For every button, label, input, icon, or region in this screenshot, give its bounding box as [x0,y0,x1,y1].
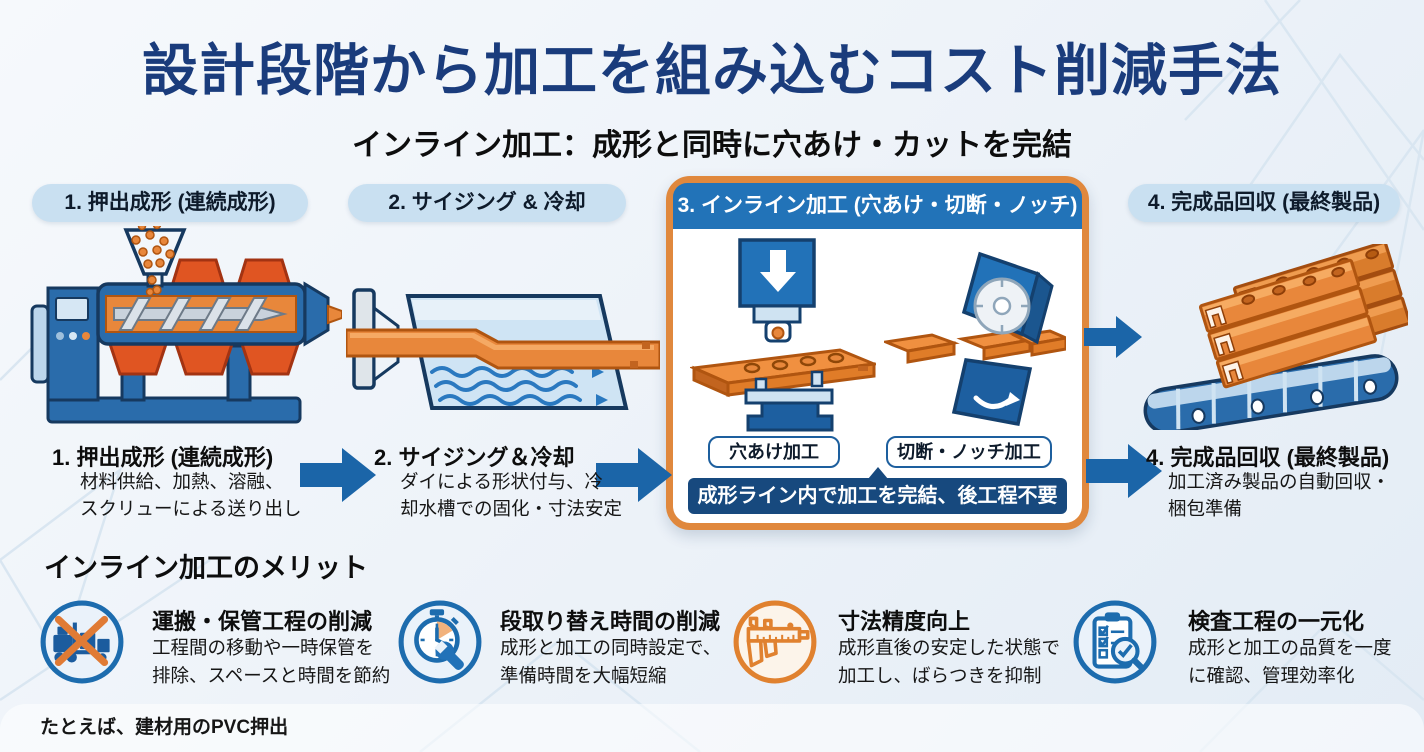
punch-press-illustration [690,238,876,432]
conveyor-products-illustration [1143,244,1408,430]
step2-description: ダイによる形状付与、冷 却水槽での固化・寸法安定 [400,468,622,522]
arrow-panel-to-conveyor-icon [1084,316,1142,358]
step4-desc-line2: 梱包準備 [1168,498,1243,519]
merit2-title: 段取り替え時間の削減 [500,609,721,634]
arrow-step3-to-step4-icon [1086,444,1162,498]
merit3-desc-line2: 加工し、ばらつきを抑制 [838,664,1042,686]
page-subtitle: インライン加工：成形と同時に穴あけ・カットを完結 [352,129,1072,162]
step2-badge: 2. サイジング & 冷却 [348,184,626,222]
step4-badge: 4. 完成品回収 (最終製品) [1128,184,1400,222]
merit4-desc-line2: に確認、管理効率化 [1188,664,1355,686]
inline-banner: 成形ライン内で加工を完結、後工程不要 [688,467,1067,514]
footer-band [0,704,1424,752]
page-title: 設計段階から加工を組み込むコスト削減手法 [142,39,1282,102]
merit3-description: 成形直後の安定した状態で 加工し、ばらつきを抑制 [838,634,1060,689]
arrow-step2-to-step3-icon [596,448,672,502]
footer-note: たとえば、建材用のPVC押出 [40,717,289,738]
merit3-title: 寸法精度向上 [838,609,971,634]
step3-header: 3. インライン加工 (穴あけ・切断・ノッチ) [673,183,1082,229]
merit2-desc-line1: 成形と加工の同時設定で、 [500,637,722,658]
step4-description: 加工済み製品の自動回収・ 梱包準備 [1168,468,1390,522]
merit1-desc-line2: 排除、スペースと時間を節約 [152,664,391,686]
stopwatch-wrench-icon [398,600,482,684]
step2-desc-line1: ダイによる形状付与、冷 [400,471,603,492]
step1-desc-line2: スクリューによる送り出し [80,498,302,519]
step2-desc-line2: 却水槽での固化・寸法安定 [400,498,623,519]
step4-heading: 4. 完成品回収 (最終製品) [1146,445,1390,470]
step4-desc-line1: 加工済み製品の自動回収・ [1168,471,1391,492]
no-transport-forklift-icon [40,600,124,684]
step1-heading: 1. 押出成形 (連続成形) [52,445,274,470]
merit1-title: 運搬・保管工程の削減 [152,609,373,634]
merit2-description: 成形と加工の同時設定で、 準備時間を大幅短縮 [500,634,721,689]
cut-notch-label-pill: 切断・ノッチ加工 [886,436,1052,468]
merit4-title: 検査工程の一元化 [1188,609,1365,634]
step1-description: 材料供給、加熱、溶融、 スクリューによる送り出し [80,468,301,522]
step1-desc-line1: 材料供給、加熱、溶融、 [80,471,284,492]
inspection-checklist-icon [1073,600,1157,684]
merit4-description: 成形と加工の品質を一度 に確認、管理効率化 [1188,634,1392,689]
extruder-machine-illustration [30,226,342,424]
merit2-desc-line2: 準備時間を大幅短縮 [500,664,667,686]
caliper-icon [733,600,817,684]
step1-badge: 1. 押出成形 (連続成形) [32,184,308,222]
merit4-desc-line1: 成形と加工の品質を一度 [1188,637,1392,658]
merits-heading: インライン加工のメリット [44,553,368,583]
merit1-desc-line1: 工程間の移動や一時保管を [152,637,375,658]
cutting-saw-illustration [884,251,1066,427]
step2-heading: 2. サイジング＆冷却 [374,445,575,470]
merit3-desc-line1: 成形直後の安定した状態で [838,637,1061,658]
arrow-step1-to-step2-icon [300,448,376,502]
cooling-tank-illustration [346,288,660,410]
punch-label-pill: 穴あけ加工 [708,436,840,468]
merit1-description: 工程間の移動や一時保管を 排除、スペースと時間を節約 [152,634,390,689]
